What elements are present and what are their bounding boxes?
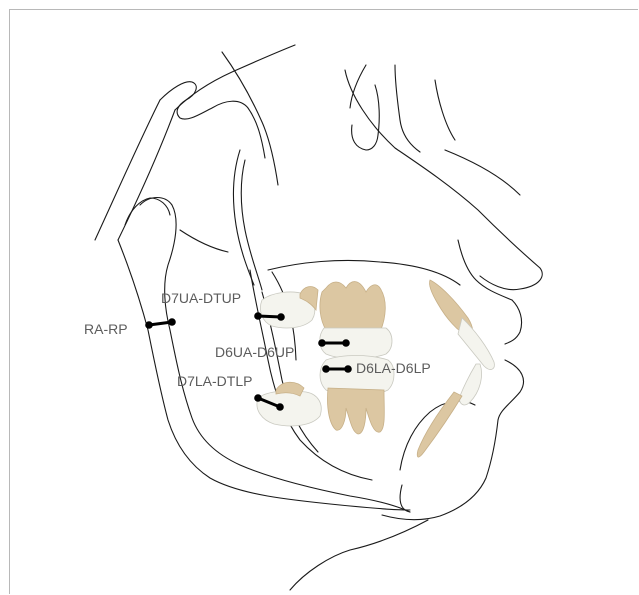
measurement-ra-rp <box>145 318 176 329</box>
mandible-outline <box>118 198 475 513</box>
label-d6ua-d6up: D6UA-D6UP <box>215 344 294 360</box>
label-d6la-d6lp: D6LA-D6LP <box>356 360 431 376</box>
label-d7ua-dtup: D7UA-DTUP <box>161 290 241 306</box>
label-ra-rp: RA-RP <box>84 321 128 337</box>
label-d7la-dtlp: D7LA-DTLP <box>177 373 252 389</box>
